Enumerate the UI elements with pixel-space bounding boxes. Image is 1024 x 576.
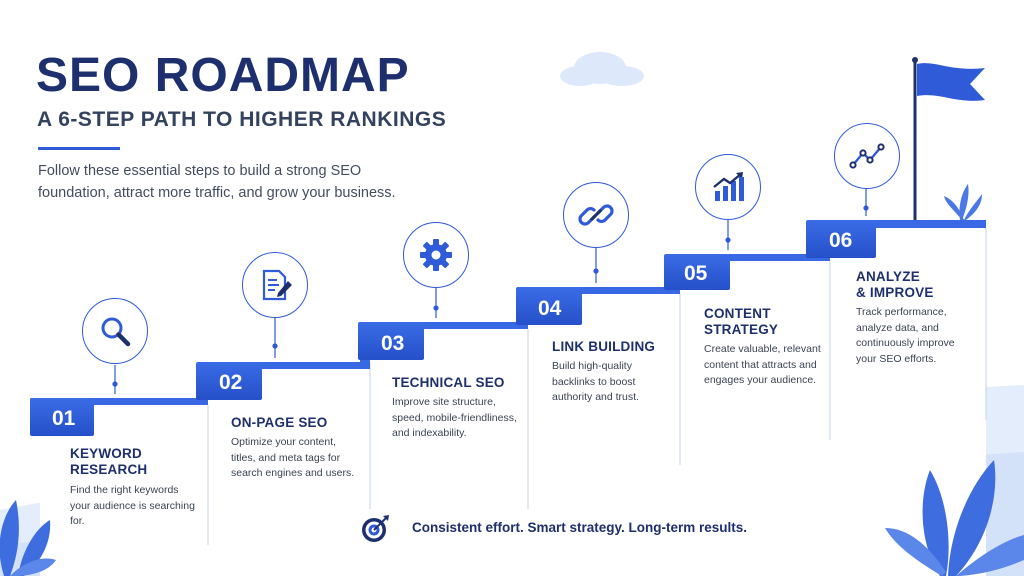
step-2-title: ON-PAGE SEO [231,415,328,430]
document-pencil-icon [262,269,292,301]
step-2-description: Optimize your content, titles, and meta … [231,436,355,479]
step-3-number: 03 [381,332,405,355]
step-4-title: LINK BUILDING [552,339,656,354]
flag-icon [912,57,985,220]
step-1-description: Find the right keywords your audience is… [70,484,195,527]
tagline-text: Consistent effort. Smart strategy. Long-… [412,520,748,535]
page-title: SEO ROADMAP [36,49,410,102]
step-4-number: 04 [538,297,562,320]
step-5-number: 05 [684,262,708,285]
step-4-icon-circle [563,182,629,248]
step-5-title: CONTENT STRATEGY [704,306,779,337]
intro-text: Follow these essential steps to build a … [38,163,396,201]
gear-icon [420,239,452,271]
step-1-icon-circle [82,298,148,364]
step-3-title: TECHNICAL SEO [392,375,505,390]
step-5-icon-circle [695,154,761,220]
icon-connectors [112,189,869,394]
step-3-icon-circle [403,222,469,288]
left-plant-icon [0,500,56,576]
page-subtitle: A 6-STEP PATH TO HIGHER RANKINGS [37,108,447,131]
tagline-banner: Consistent effort. Smart strategy. Long-… [346,509,750,547]
magnifier-icon [101,317,131,347]
step-1-title: KEYWORD RESEARCH [70,446,148,477]
line-chart-icon [849,143,885,169]
step-2-number: 02 [219,371,243,394]
target-arrow-icon [362,515,389,542]
right-plant-icon [885,460,1024,576]
bar-chart-arrow-icon [713,172,744,201]
title-divider [38,147,120,150]
step-5-description: Create valuable, relevant content that a… [704,343,821,386]
step-3-description: Improve site structure, speed, mobile-fr… [392,396,517,439]
step-4-description: Build high-quality backlinks to boost au… [552,360,639,403]
step-6-title: ANALYZE & IMPROVE [856,269,934,300]
step-6-number: 06 [829,229,853,252]
stair-ribbon [30,220,986,436]
small-plant-icon [944,184,982,220]
step-1-number: 01 [52,407,76,430]
cloud-icon [560,52,644,86]
chain-link-icon [578,204,614,226]
step-dividers [207,228,987,545]
step-2-icon-circle [242,252,308,318]
step-6-icon-circle [834,123,900,189]
step-6-description: Track performance, analyze data, and con… [856,306,955,365]
